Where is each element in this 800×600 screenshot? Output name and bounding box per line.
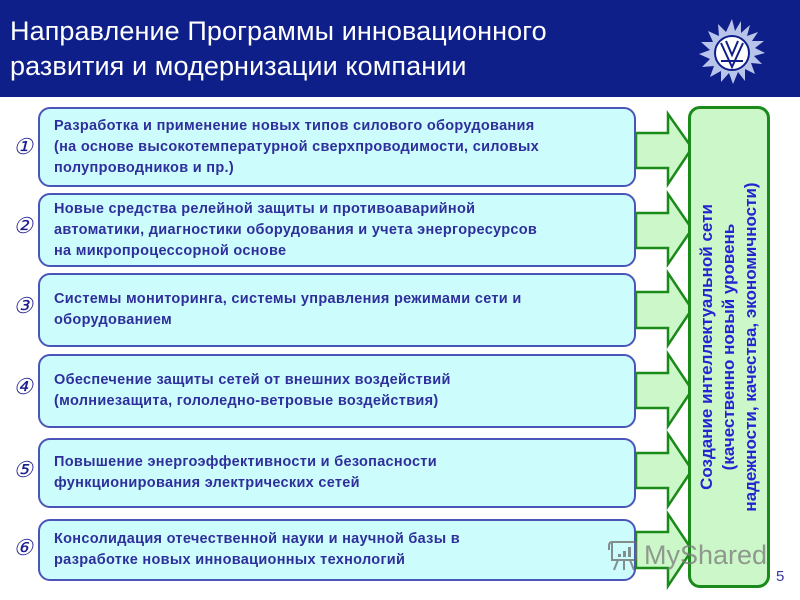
item-5-number: ⑤	[13, 458, 33, 483]
goal-line-2: (качественно новый уровень	[719, 223, 738, 471]
item-1-line-1: Разработка и применение новых типов сило…	[54, 117, 535, 134]
arrow-3	[634, 268, 694, 350]
goal-box: Создание интеллектуальной сети (качестве…	[688, 106, 770, 588]
item-2-line-1: Новые средства релейной защиты и противо…	[54, 200, 476, 217]
item-6-line-2: разработке новых инновационных технологи…	[54, 552, 406, 568]
item-5-box: Повышение энергоэффективности и безопасн…	[38, 438, 636, 508]
goal-line-3: надежности, качества, экономичности)	[741, 182, 760, 512]
item-4-line-2: (молниезащита, гололедно-ветровые воздей…	[54, 393, 439, 409]
watermark: MyShared	[608, 538, 767, 572]
goal-line-1: Создание интеллектуальной сети	[697, 204, 716, 490]
arrow-6	[634, 509, 694, 591]
company-sun-logo-icon	[699, 19, 765, 84]
item-4-line-1: Обеспечение защиты сетей от внешних возд…	[54, 372, 451, 388]
presentation-board-icon	[608, 541, 637, 571]
item-5-line-1: Повышение энергоэффективности и безопасн…	[54, 454, 437, 470]
title-line-1: Направление Программы инновационного	[10, 16, 547, 46]
slide-title: Направление Программы инновационного раз…	[10, 14, 547, 84]
page-number: 5	[776, 568, 785, 585]
item-4-number: ④	[13, 375, 33, 400]
item-2-line-2: автоматики, диагностики оборудования и у…	[54, 221, 538, 238]
item-3-line-2: оборудованием	[54, 312, 173, 328]
item-1-number: ①	[13, 135, 33, 160]
item-3-box: Системы мониторинга, системы управления …	[38, 273, 636, 347]
item-3-number: ③	[13, 294, 33, 319]
arrow-4	[634, 349, 694, 431]
item-2-box: Новые средства релейной защиты и противо…	[38, 193, 636, 267]
slide-header: Направление Программы инновационного раз…	[0, 0, 800, 97]
watermark-text: MyShared	[644, 539, 768, 570]
goal-text: Создание интеллектуальной сети (качестве…	[696, 117, 762, 577]
item-1-line-3: полупроводников и пр.)	[54, 159, 234, 176]
item-5-line-2: функционирования электрических сетей	[54, 475, 360, 491]
arrow-1	[634, 110, 694, 189]
item-1-box: Разработка и применение новых типов сило…	[38, 107, 636, 187]
item-2-number: ②	[13, 214, 33, 239]
arrow-5	[634, 429, 694, 511]
item-1-line-2: (на основе высокотемпературной сверхпров…	[54, 138, 540, 155]
item-3-line-1: Системы мониторинга, системы управления …	[54, 291, 522, 307]
item-4-box: Обеспечение защиты сетей от внешних возд…	[38, 354, 636, 428]
arrow-2	[634, 189, 694, 269]
item-2-line-3: на микропроцессорной основе	[54, 242, 287, 259]
item-6-box: Консолидация отечественной науки и научн…	[38, 519, 636, 581]
title-line-2: развития и модернизации компании	[10, 51, 467, 81]
item-6-line-1: Консолидация отечественной науки и научн…	[54, 531, 460, 547]
item-6-number: ⑥	[13, 536, 33, 561]
